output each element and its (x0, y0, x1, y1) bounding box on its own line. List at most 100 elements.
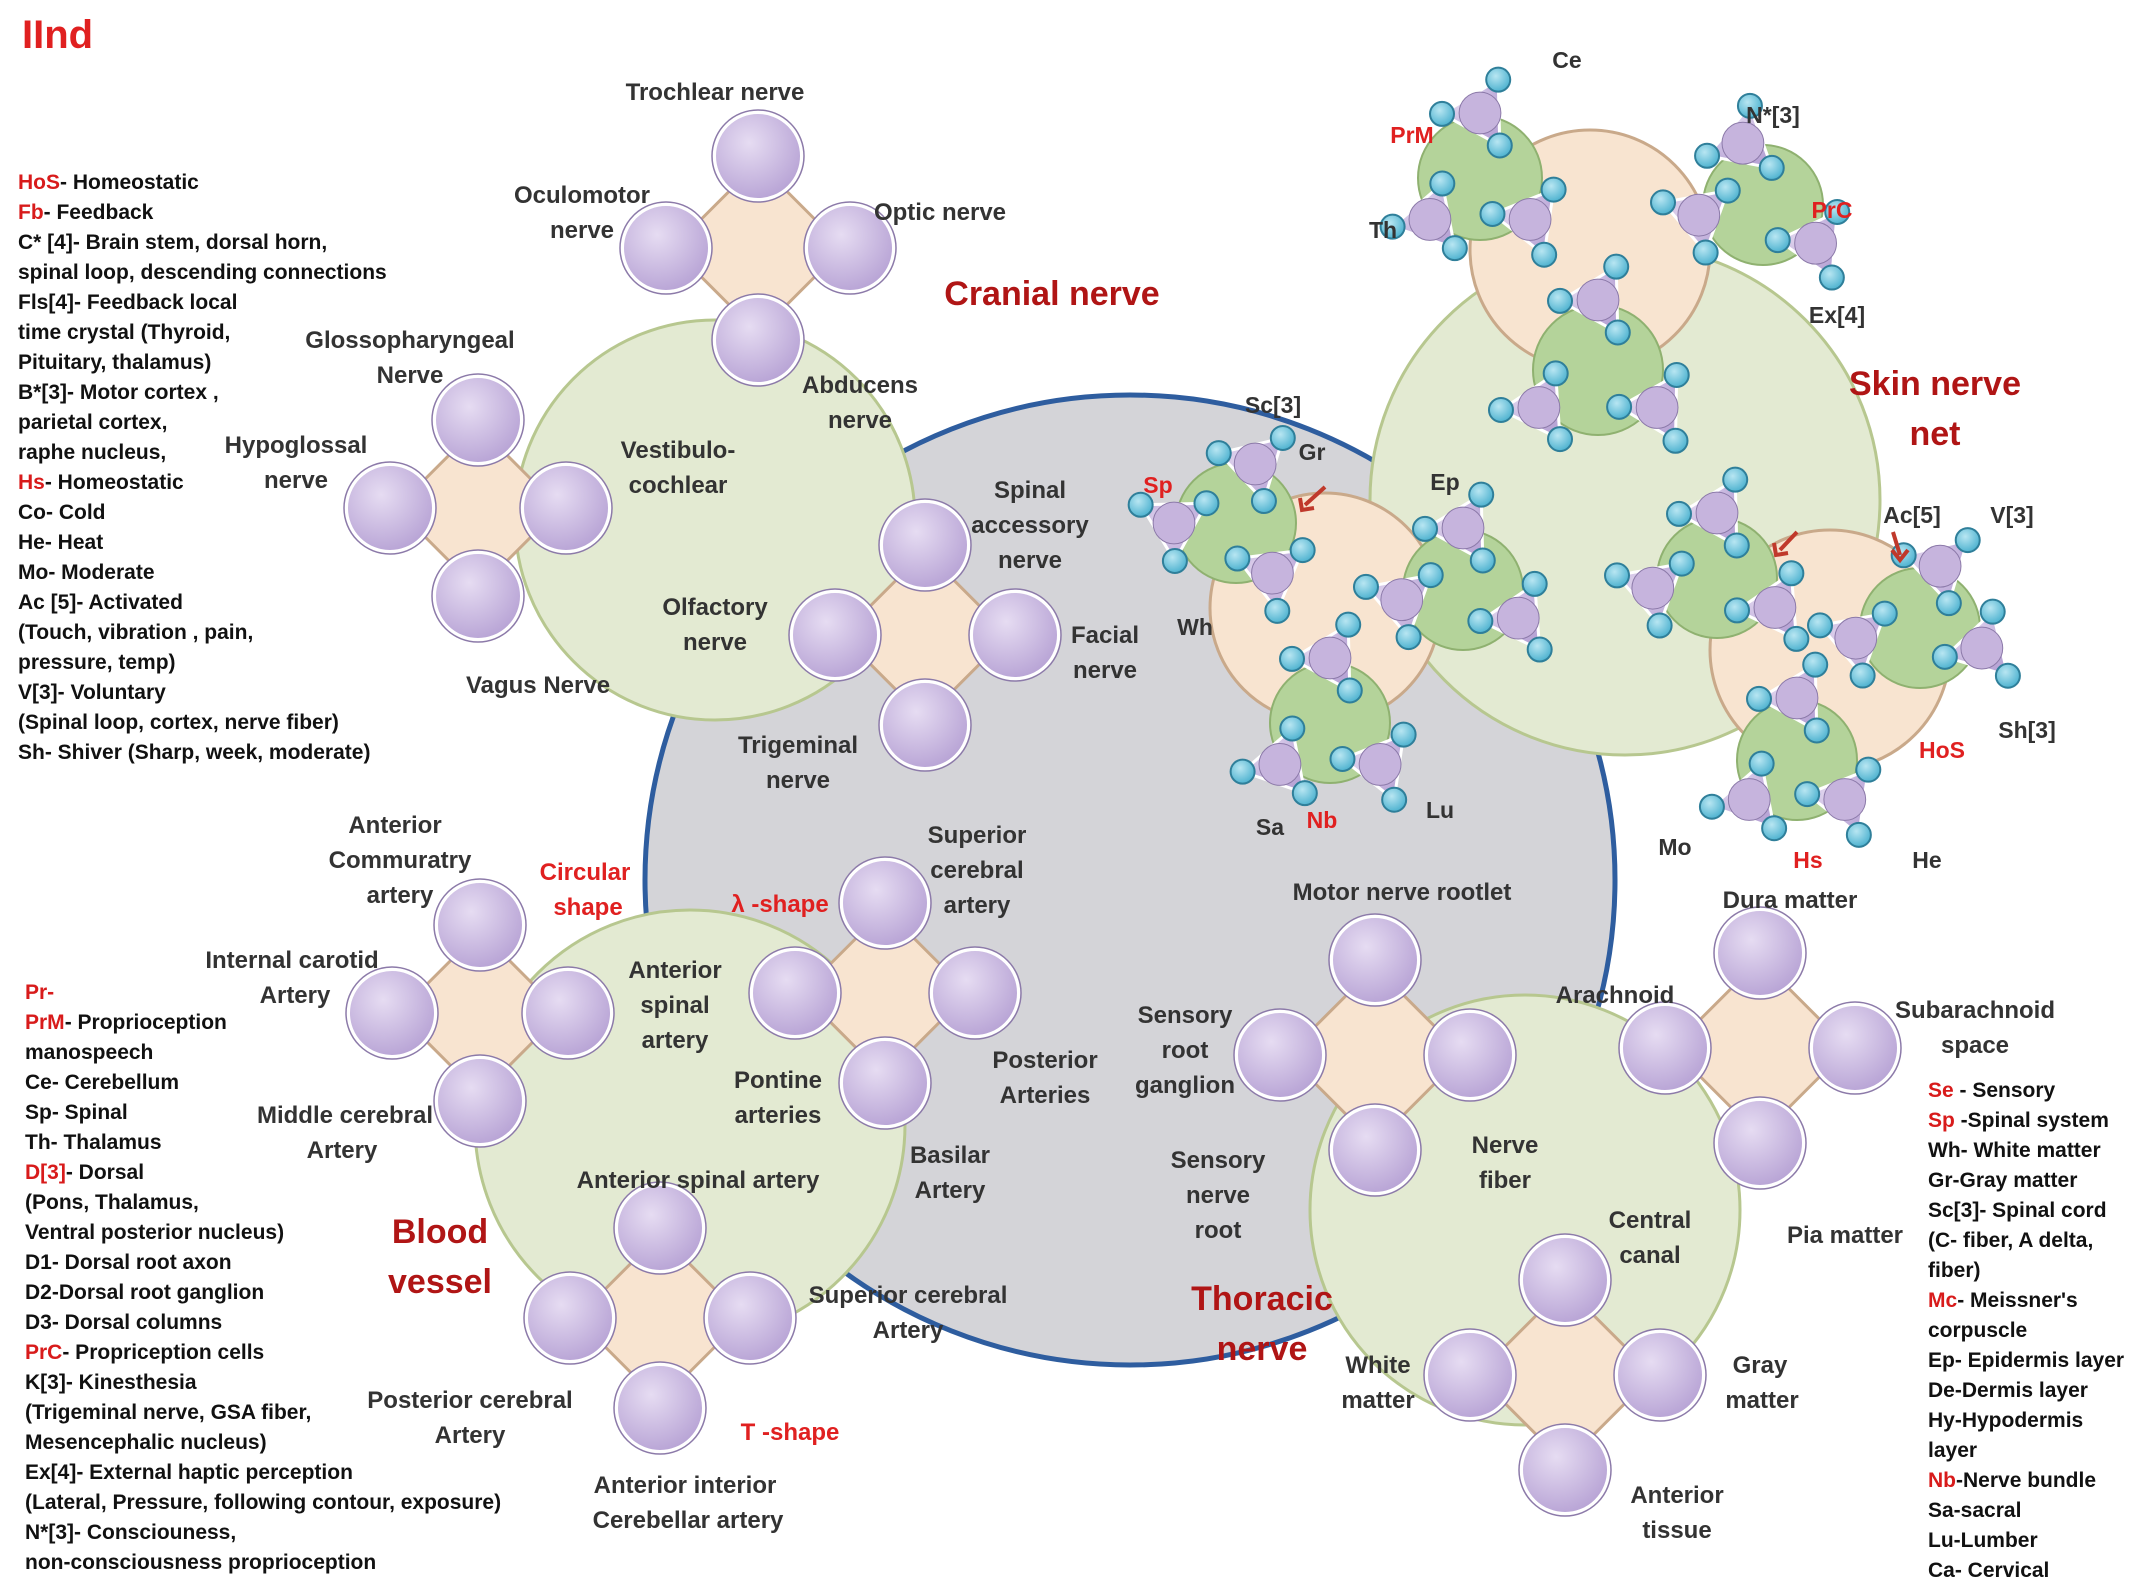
nerve-node-rim (803, 201, 897, 295)
receptor-bead (1468, 481, 1495, 508)
label-gray-2: matter (1725, 1387, 1798, 1414)
diamond-core (443, 976, 517, 1050)
receptor-bead (1802, 651, 1829, 678)
nerve-node-rim (433, 878, 527, 972)
receptor-bead (1417, 562, 1444, 589)
label-ant-spinal-1: Anterior (628, 957, 721, 984)
node-diamond-cranial-left (343, 373, 613, 643)
arrow-ac-head (1890, 548, 1910, 564)
legend-text: N*[3]- Consciouness, (25, 1521, 237, 1544)
nerve-node-rim (519, 461, 613, 555)
label-ant-tissue-1: Anterior (1630, 1482, 1723, 1509)
legend-line: Fb- Feedback (18, 198, 387, 228)
legend-text: - Homeostatic (60, 171, 199, 194)
receptor-bead (1485, 66, 1512, 93)
legend-line: Sa-sacral (1928, 1496, 2124, 1526)
legend-line: manospeech (25, 1038, 501, 1068)
label-mo: Mo (1658, 834, 1691, 860)
legend-text: (Touch, vibration , pain, (18, 621, 254, 644)
legend-text: non-consciousness proprioception (25, 1551, 377, 1574)
legend-text: Co- Cold (18, 501, 106, 524)
receptor-bead (1289, 537, 1316, 564)
receptor-bead (1650, 189, 1677, 216)
nerve-node (929, 947, 1021, 1039)
label-ant-spinal-3: artery (642, 1027, 709, 1054)
legend-text: Sp- Spinal (25, 1101, 128, 1124)
node-diamond-thoracic-right (1618, 906, 1902, 1190)
nerve-node (620, 202, 712, 294)
label-circular-2: shape (553, 894, 622, 921)
legend-line: raphe nucleus, (18, 438, 387, 468)
cranial-heading: Cranial nerve (944, 275, 1159, 313)
skin-hub-left-nb (1229, 611, 1417, 813)
label-int-carotid-2: Artery (260, 982, 331, 1009)
diamond-groups (343, 109, 1902, 1517)
label-sup-cereb-2: cerebral (930, 857, 1023, 884)
legend-line: PrC- Propriception cells (25, 1338, 501, 1368)
legend-text: fiber) (1928, 1259, 1981, 1282)
node-diamond-thoracic-bottom (1423, 1233, 1707, 1517)
label-oculomotor-2: nerve (550, 217, 614, 244)
legend-line: Sp- Spinal (25, 1098, 501, 1128)
label-sp: Sp (1143, 472, 1172, 498)
label-ac5: Ac[5] (1883, 502, 1941, 528)
label-wh: Wh (1177, 614, 1213, 640)
legend-text: Sc[3]- Spinal cord (1928, 1199, 2107, 1222)
nerve-node (804, 202, 896, 294)
legend-line: Mesencephalic nucleus) (25, 1428, 501, 1458)
receptor-cluster (1329, 721, 1417, 813)
receptor-bead (1994, 662, 2021, 689)
label-ex4: Ex[4] (1809, 302, 1865, 328)
skin-hub-top-bottom (1487, 253, 1690, 454)
label-abducens-1: Abducens (802, 372, 918, 399)
nerve-node-rim (838, 856, 932, 950)
legend-line: (C- fiber, A delta, (1928, 1226, 2124, 1256)
nerve-node (520, 462, 612, 554)
skin-hub-right-ac (1807, 527, 2021, 689)
arrow-hos (1778, 530, 1799, 552)
nerve-node (1424, 1009, 1516, 1101)
label-snr-1: Sensory (1171, 1147, 1266, 1174)
nerve-node (969, 589, 1061, 681)
blood-heading-line2: vessel (388, 1263, 492, 1301)
legend-line: Fls[4]- Feedback local (18, 288, 387, 318)
label-optic: Optic nerve (874, 199, 1006, 226)
label-trigeminal-2: nerve (766, 767, 830, 794)
receptor-bead (1722, 466, 1749, 493)
receptor-bead (1381, 786, 1408, 813)
nerve-node-rim (343, 461, 437, 555)
receptor-bead (1818, 264, 1845, 291)
label-subarach-1: Subarachnoid (1895, 997, 2055, 1024)
legend-key: D[3] (25, 1161, 66, 1184)
label-int-carotid-1: Internal carotid (205, 947, 378, 974)
label-hypoglossal-2: nerve (264, 467, 328, 494)
label-nerve-fiber-2: fiber (1479, 1167, 1531, 1194)
label-pia: Pia matter (1787, 1222, 1903, 1249)
label-nb: Nb (1307, 807, 1338, 833)
nerve-node-rim (878, 498, 972, 592)
receptor-cluster (1412, 481, 1496, 574)
receptor-bead (1979, 598, 2006, 625)
legend-text: He- Heat (18, 531, 104, 554)
label-ant-interior-1: Anterior interior (594, 1472, 777, 1499)
label-post-cereb-1: Posterior cerebral (367, 1387, 572, 1414)
nerve-node-rim (1328, 1103, 1422, 1197)
receptor-bead (1748, 750, 1775, 777)
legend-line: D3- Dorsal columns (25, 1308, 501, 1338)
skin-hub-top-left (1379, 66, 1567, 268)
receptor-core (1677, 193, 1721, 237)
legend-text: (C- fiber, A delta, (1928, 1229, 2094, 1252)
legend-line: pressure, temp) (18, 648, 387, 678)
legend-line: (Trigeminal nerve, GSA fiber, (25, 1398, 501, 1428)
receptor-bead (1845, 821, 1872, 848)
label-sup-cereb2-1: Superior cerebral (809, 1282, 1008, 1309)
receptor-bead (1603, 253, 1630, 280)
label-ant-interior-2: Cerebellar artery (593, 1507, 784, 1534)
legend-line: Pr- (25, 978, 501, 1008)
label-t-shape: T -shape (741, 1419, 840, 1446)
legend-line: Lu-Lumber (1928, 1526, 2124, 1556)
label-subarach-2: space (1941, 1032, 2009, 1059)
nerve-node-rim (838, 1036, 932, 1130)
label-sup-cereb-1: Superior (928, 822, 1027, 849)
